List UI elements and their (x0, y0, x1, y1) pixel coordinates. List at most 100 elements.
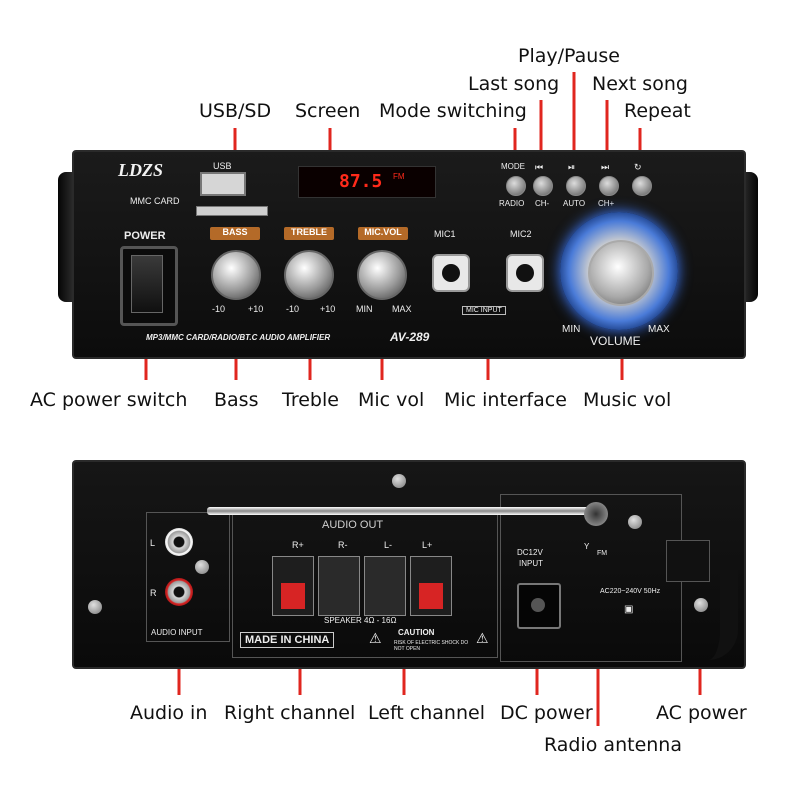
bass-max: +10 (248, 304, 264, 314)
callout-mic-interface: Mic interface (444, 389, 567, 411)
treble-max: +10 (320, 304, 336, 314)
volume-min: MIN (562, 324, 581, 335)
warning-triangle-icon-2: ⚠ (476, 630, 489, 646)
lcd-unit: FM (393, 172, 405, 181)
mic2-label: MIC2 (510, 229, 532, 239)
audio-out-label: AUDIO OUT (322, 519, 384, 531)
rocker-toggle (131, 255, 163, 313)
dc12v-label: DC12V (517, 548, 543, 557)
l-minus-label: L- (384, 540, 393, 550)
terminal-clip (419, 583, 443, 609)
callout-bass: Bass (214, 389, 259, 411)
callout-dc-power: DC power (500, 702, 593, 724)
screw-right-top (628, 515, 642, 529)
bass-knob[interactable] (211, 250, 261, 300)
callout-music-vol: Music vol (583, 389, 672, 411)
speaker-terminal-l-plus[interactable] (410, 556, 452, 616)
callout-ac-power-switch: AC power switch (30, 389, 188, 411)
l-plus-label: L+ (422, 540, 433, 550)
speaker-terminal-r-minus[interactable] (318, 556, 360, 616)
warning-triangle-icon: ⚠ (369, 630, 382, 646)
rca-left-jack[interactable] (165, 528, 193, 556)
rca-right-jack[interactable] (165, 578, 193, 606)
repeat-button[interactable] (632, 176, 652, 196)
mic-vol-knob[interactable] (357, 250, 407, 300)
ac-rating-label: AC220~240V 50Hz (600, 588, 661, 595)
model-number: AV-289 (390, 330, 430, 344)
callout-usb-sd: USB/SD (199, 100, 272, 122)
mic1-label: MIC1 (434, 229, 456, 239)
callout-audio-in: Audio in (130, 702, 208, 724)
caution-subtext: RISK OF ELECTRIC SHOCK DO NOT OPEN (394, 640, 469, 652)
fm-label: FM (597, 550, 608, 557)
mic1-jack[interactable] (432, 254, 470, 292)
dc-input-label: INPUT (519, 559, 543, 568)
lcd-frequency: 87.5 (339, 171, 383, 192)
ch-minus-label: CH- (535, 199, 550, 208)
ch-plus-label: CH+ (598, 199, 615, 208)
treble-label: TREBLE (284, 227, 334, 240)
play-pause-icon: ⏯ (568, 162, 576, 172)
rca-right-label: R (150, 588, 157, 598)
callout-right-channel: Right channel (224, 702, 356, 724)
callout-radio-antenna: Radio antenna (544, 734, 682, 756)
play-pause-button[interactable] (566, 176, 586, 196)
usb-label: USB (213, 161, 232, 171)
callout-screen: Screen (295, 100, 361, 122)
callout-mic-vol: Mic vol (358, 389, 425, 411)
last-song-button[interactable] (533, 176, 553, 196)
screw-left (88, 600, 102, 614)
callout-play-pause: Play/Pause (518, 45, 620, 67)
lcd-screen: 87.5 FM (298, 166, 436, 198)
usb-port[interactable] (200, 172, 246, 196)
power-switch[interactable] (120, 246, 178, 326)
rca-left-label: L (150, 538, 156, 548)
audio-input-label: AUDIO INPUT (151, 628, 203, 637)
previous-icon: ⏮ (535, 162, 544, 172)
mmc-card-label: MMC CARD (130, 196, 180, 206)
callout-repeat: Repeat (624, 100, 691, 122)
mic-vol-label: MIC.VOL (358, 227, 408, 240)
radio-label: RADIO (499, 199, 525, 208)
mic-input-label: MIC INPUT (462, 306, 506, 315)
screw-rca (195, 560, 209, 574)
bass-min: -10 (212, 304, 226, 314)
callout-last-song: Last song (468, 73, 560, 95)
volume-knob[interactable] (588, 240, 654, 306)
mic-vol-max: MAX (392, 304, 412, 314)
auto-label: AUTO (563, 199, 586, 208)
speaker-terminal-l-minus[interactable] (364, 556, 406, 616)
bass-label: BASS (210, 227, 260, 240)
volume-label: VOLUME (590, 334, 641, 348)
callout-mode-switching: Mode switching (379, 100, 527, 122)
treble-min: -10 (286, 304, 300, 314)
speaker-impedance: SPEAKER 4Ω - 16Ω (324, 616, 397, 625)
next-song-button[interactable] (599, 176, 619, 196)
screw-right (694, 598, 708, 612)
ac-power-cable (684, 570, 738, 660)
volume-knob-ring (560, 212, 678, 330)
made-in-china: MADE IN CHINA (240, 632, 335, 648)
terminal-clip (281, 583, 305, 609)
telescopic-antenna[interactable] (207, 507, 599, 515)
screw-top (392, 474, 406, 488)
dc-power-jack[interactable] (517, 583, 561, 629)
power-label: POWER (124, 230, 166, 242)
speaker-terminal-r-plus[interactable] (272, 556, 314, 616)
volume-max: MAX (648, 324, 670, 335)
callout-treble: Treble (282, 389, 339, 411)
mode-label: MODE (501, 162, 525, 171)
double-insulation-icon: ▣ (624, 604, 634, 615)
mic2-jack[interactable] (506, 254, 544, 292)
mic-vol-min: MIN (356, 304, 373, 314)
antenna-mount (584, 502, 608, 526)
sd-card-slot[interactable] (196, 206, 268, 216)
brand-logo: LDZS (118, 160, 163, 180)
caution-label: CAUTION (398, 628, 435, 637)
audio-input-panel (146, 512, 230, 642)
treble-knob[interactable] (284, 250, 334, 300)
callout-next-song: Next song (592, 73, 688, 95)
mode-button[interactable] (506, 176, 526, 196)
next-icon: ⏭ (601, 162, 610, 172)
r-plus-label: R+ (292, 540, 304, 550)
